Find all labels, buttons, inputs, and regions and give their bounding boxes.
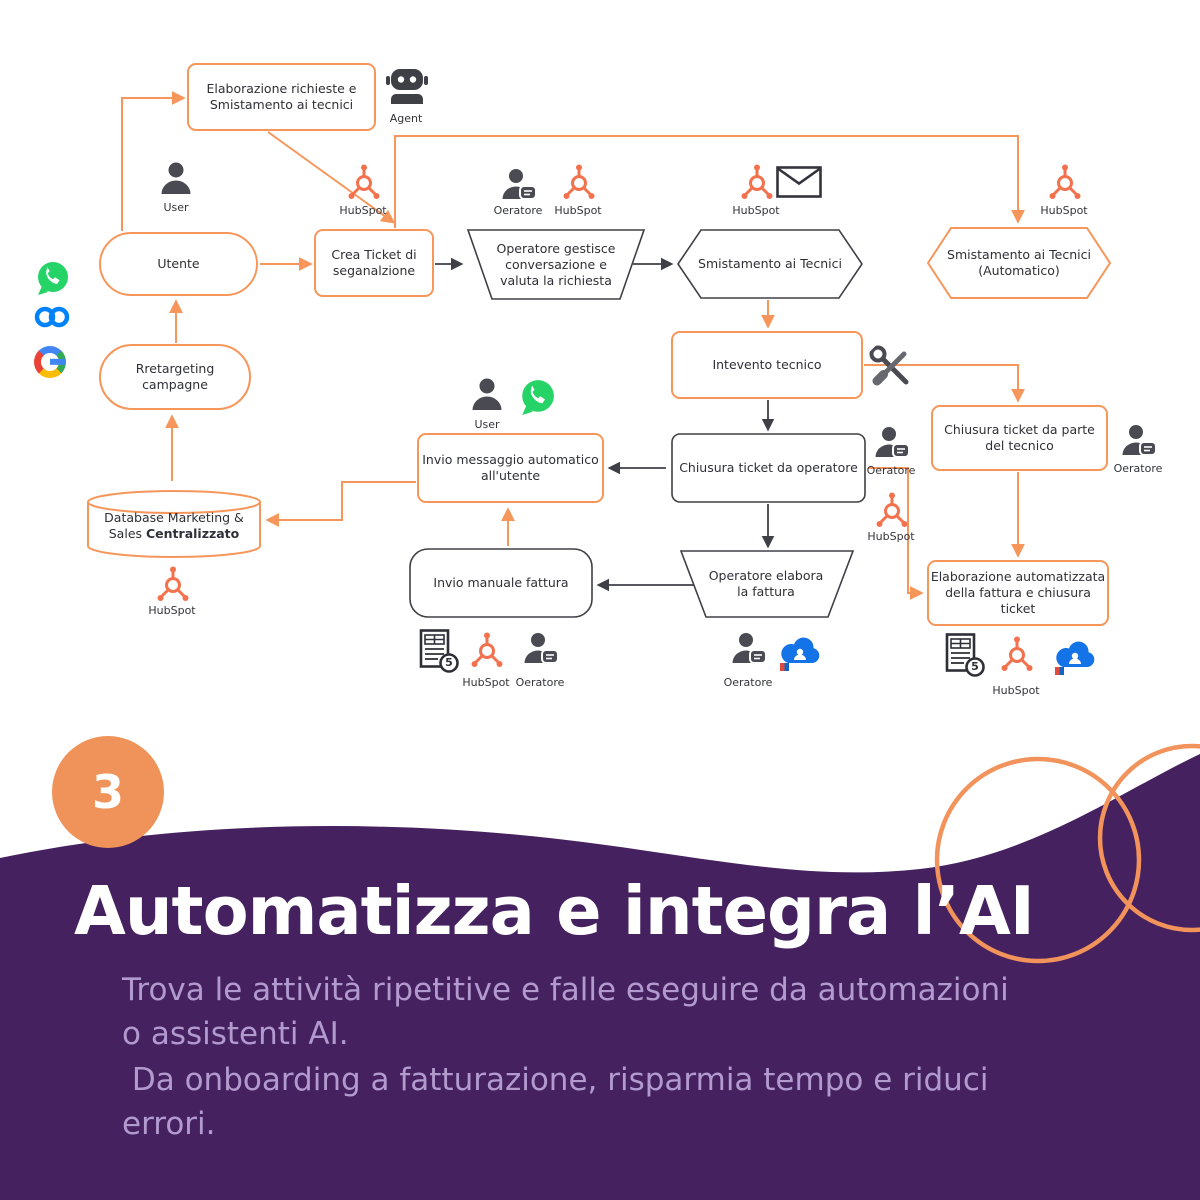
hubspot-icon (346, 164, 382, 202)
hubspot-label: HubSpot (1040, 204, 1088, 217)
agent-label: Agent (389, 112, 423, 125)
step-number: 3 (91, 765, 124, 819)
operator-icon (873, 424, 911, 462)
flow-connectors-orange (121, 91, 1025, 600)
operator-label: Oeratore (1113, 462, 1163, 475)
body-text-line: errori. (122, 1106, 216, 1142)
hubspot-label: HubSpot (554, 204, 602, 217)
node-operatore-elabora: Operatore elabora la fattura (708, 568, 824, 599)
node-smistamento-auto: Smistamento ai Tecnici (Automatico) (947, 247, 1091, 278)
hubspot-label: HubSpot (732, 204, 780, 217)
node-operatore-gestisce: Operatore gestisce conversazione e valut… (496, 241, 616, 288)
node-smistamento: Smistamento ai Tecnici (698, 256, 842, 271)
body-text-line: Trova le attività ripetitive e falle ese… (122, 972, 1009, 1008)
envelope-icon (776, 166, 822, 198)
node-shape-database-top (87, 490, 261, 514)
node-shape-crea-ticket (314, 229, 434, 297)
hubspot-label: HubSpot (992, 684, 1040, 697)
user-label: User (163, 201, 189, 214)
node-retargeting: Rretargeting campagne (135, 361, 215, 392)
cloud-icon (1053, 636, 1097, 676)
hubspot-label: HubSpot (339, 204, 387, 217)
purple-wave (0, 754, 1200, 1200)
node-shape-elab-auto (927, 560, 1109, 626)
user-icon (158, 160, 194, 198)
operator-icon (522, 630, 560, 668)
node-shape-elab-richieste (187, 63, 376, 131)
node-shape-chiusura-tecnico (931, 405, 1108, 471)
node-shape-invio-manuale (409, 548, 593, 618)
hubspot-icon (999, 636, 1035, 674)
node-utente: Utente (157, 256, 200, 271)
whatsapp-icon (34, 260, 70, 296)
operator-icon (730, 630, 768, 668)
operator-label: Oeratore (493, 204, 543, 217)
node-elab-auto: Elaborazione automatizzata della fattura… (930, 569, 1106, 616)
body-text-line: Da onboarding a fatturazione, risparmia … (122, 1062, 989, 1098)
invoice-icon: 5 (418, 628, 460, 674)
hubspot-icon (561, 164, 597, 202)
node-shape-intevento (671, 331, 863, 399)
decorative-rings (934, 743, 1200, 964)
node-chiusura-operatore: Chiusura ticket da operatore (679, 460, 858, 475)
cloud-icon (778, 632, 822, 672)
body-text-line: o assistenti AI. (122, 1016, 349, 1052)
node-shape-operatore-gestisce (466, 229, 646, 300)
operator-label: Oeratore (723, 676, 773, 689)
page-title: Automatizza e integra l’AI (74, 872, 1035, 950)
hubspot-icon (469, 632, 505, 670)
step-number-badge: 3 (52, 736, 164, 848)
node-invio-manuale: Invio manuale fattura (433, 575, 569, 590)
operator-label: Oeratore (515, 676, 565, 689)
hubspot-icon (155, 566, 191, 604)
operator-label: Oeratore (866, 464, 916, 477)
hubspot-label: HubSpot (462, 676, 510, 689)
node-shape-database-body (87, 501, 261, 558)
hubspot-icon (739, 164, 775, 202)
whatsapp-icon (518, 378, 556, 416)
operator-icon (500, 166, 538, 204)
node-invio-msg: Invio messaggio automatico all'utente (422, 452, 599, 483)
hubspot-label: HubSpot (867, 530, 915, 543)
flow-connectors-dark (435, 257, 775, 592)
invoice-icon: 5 (944, 632, 986, 678)
tools-icon (866, 342, 916, 388)
node-elab-richieste: Elaborazione richieste e Smistamento ai … (206, 81, 357, 112)
hubspot-label: HubSpot (148, 604, 196, 617)
hubspot-icon (1047, 164, 1083, 202)
node-crea-ticket: Crea Ticket di seganalzione (331, 247, 417, 278)
user-icon (469, 376, 505, 414)
node-shape-smistamento-auto (926, 227, 1112, 299)
meta-icon (34, 303, 70, 331)
node-shape-operatore-elabora (679, 550, 855, 618)
node-chiusura-tecnico: Chiusura ticket da parte del tecnico (944, 422, 1095, 453)
node-shape-chiusura-operatore (671, 433, 866, 503)
node-database: Database Marketing & Sales Centralizzato (104, 510, 244, 541)
node-shape-retargeting (99, 344, 251, 410)
flowchart-canvas (87, 63, 1112, 626)
flow-node-shapes (87, 63, 1112, 626)
node-shape-invio-msg (417, 433, 604, 503)
google-icon (34, 346, 66, 378)
operator-icon (1120, 422, 1158, 460)
node-shape-smistamento (677, 229, 863, 299)
footer-background (0, 743, 1200, 1200)
user-label: User (474, 418, 500, 431)
node-intevento: Intevento tecnico (712, 357, 822, 372)
node-shape-utente (99, 232, 258, 296)
hubspot-icon (874, 492, 910, 530)
agent-robot-icon (384, 66, 430, 108)
